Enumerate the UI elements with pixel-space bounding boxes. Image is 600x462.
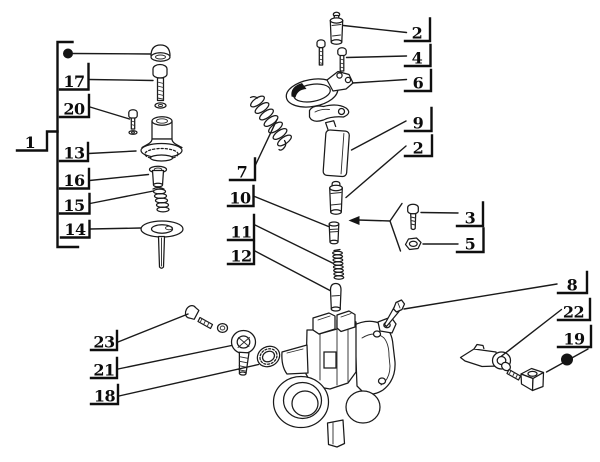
callout-label-8: 8 [567, 276, 578, 295]
callout-label-1: 1 [25, 133, 36, 152]
part-nut-5 [404, 237, 422, 251]
callout-label-5: 5 [465, 235, 476, 254]
callout-label-13: 13 [63, 144, 85, 163]
part-cap [150, 44, 171, 62]
callout-21: 21 [89, 356, 119, 380]
part-bolt-23 [184, 305, 214, 330]
callout-label-21: 21 [93, 361, 114, 380]
callout-label-3: 3 [465, 209, 476, 228]
callout-label-17: 17 [63, 72, 84, 91]
callout-11: 11 [226, 213, 256, 242]
callout-group-1-bracket: 1 [15, 40, 80, 249]
callout-3: 3 [455, 201, 485, 228]
callout-22: 22 [556, 297, 592, 322]
part-float-9 [322, 120, 350, 178]
callout-label-23: 23 [93, 333, 115, 352]
part-screw-3 [407, 203, 419, 231]
callout-20: 20 [58, 93, 91, 119]
callout-23: 23 [89, 329, 119, 352]
part-washer-23 [216, 322, 229, 334]
callout-2-mid: 2 [403, 134, 434, 158]
part-cylinder-2b [329, 180, 343, 215]
callout-13: 13 [58, 141, 90, 163]
callout-18: 18 [89, 383, 120, 406]
part-banjo-fitting-21 [230, 329, 257, 376]
callout-label-2-mid: 2 [413, 139, 424, 158]
leader-lines [72, 24, 589, 397]
callout-2-top: 2 [403, 17, 432, 43]
part-seal-ring-18 [256, 345, 281, 368]
callout-label-16: 16 [63, 171, 85, 190]
callout-17: 17 [58, 62, 90, 91]
part-bushing-16 [148, 165, 168, 188]
callout-label-9: 9 [413, 114, 424, 133]
callout-10: 10 [226, 184, 255, 208]
part-small-spring-15 [152, 186, 170, 213]
callout-label-19: 19 [563, 330, 585, 349]
kit-marker-dot-left [63, 48, 73, 59]
part-needle-jet-10 [328, 221, 340, 245]
callout-label-15: 15 [63, 196, 84, 215]
callout-label-7: 7 [237, 163, 248, 182]
callout-label-4: 4 [412, 49, 423, 68]
part-carburetor-body [272, 310, 397, 448]
callout-label-18: 18 [94, 387, 116, 406]
callout-7: 7 [228, 157, 257, 182]
callout-4: 4 [403, 43, 432, 68]
part-screw-19 [501, 361, 522, 381]
callout-19: 19 [556, 324, 593, 349]
callout-8: 8 [556, 270, 589, 295]
callout-16: 16 [58, 167, 91, 190]
part-cover-gasket [308, 104, 350, 122]
callout-5: 5 [455, 227, 485, 254]
part-needle-8 [383, 299, 406, 328]
callout-label-6: 6 [413, 74, 424, 93]
callout-label-11: 11 [230, 223, 251, 242]
kit-marker-dot-right [561, 353, 573, 366]
callout-label-2-top: 2 [412, 24, 423, 43]
part-atomizer-12 [329, 282, 342, 312]
part-small-screw-20 [128, 109, 138, 135]
part-valve-disc-14 [140, 220, 184, 269]
part-mixer-assembly-13 [140, 116, 183, 162]
part-square-nut-19 [520, 367, 545, 392]
part-plunger-2 [329, 11, 344, 45]
part-cover-screws-4 [316, 39, 347, 72]
callout-label-14: 14 [64, 220, 86, 239]
callout-label-12: 12 [230, 247, 251, 266]
callout-label-20: 20 [63, 100, 85, 119]
callout-14: 14 [59, 219, 91, 239]
callout-15: 15 [58, 192, 91, 215]
callout-label-22: 22 [563, 303, 584, 322]
part-jet-spring-11 [332, 248, 345, 280]
part-top-cover-6 [285, 70, 354, 108]
part-spring-7 [249, 95, 292, 151]
location-arrow-icon [348, 202, 403, 252]
part-long-screw-17 [152, 63, 168, 109]
callout-9: 9 [403, 106, 433, 133]
callout-6: 6 [403, 68, 433, 93]
callout-label-10: 10 [229, 189, 251, 208]
callout-12: 12 [226, 240, 256, 266]
